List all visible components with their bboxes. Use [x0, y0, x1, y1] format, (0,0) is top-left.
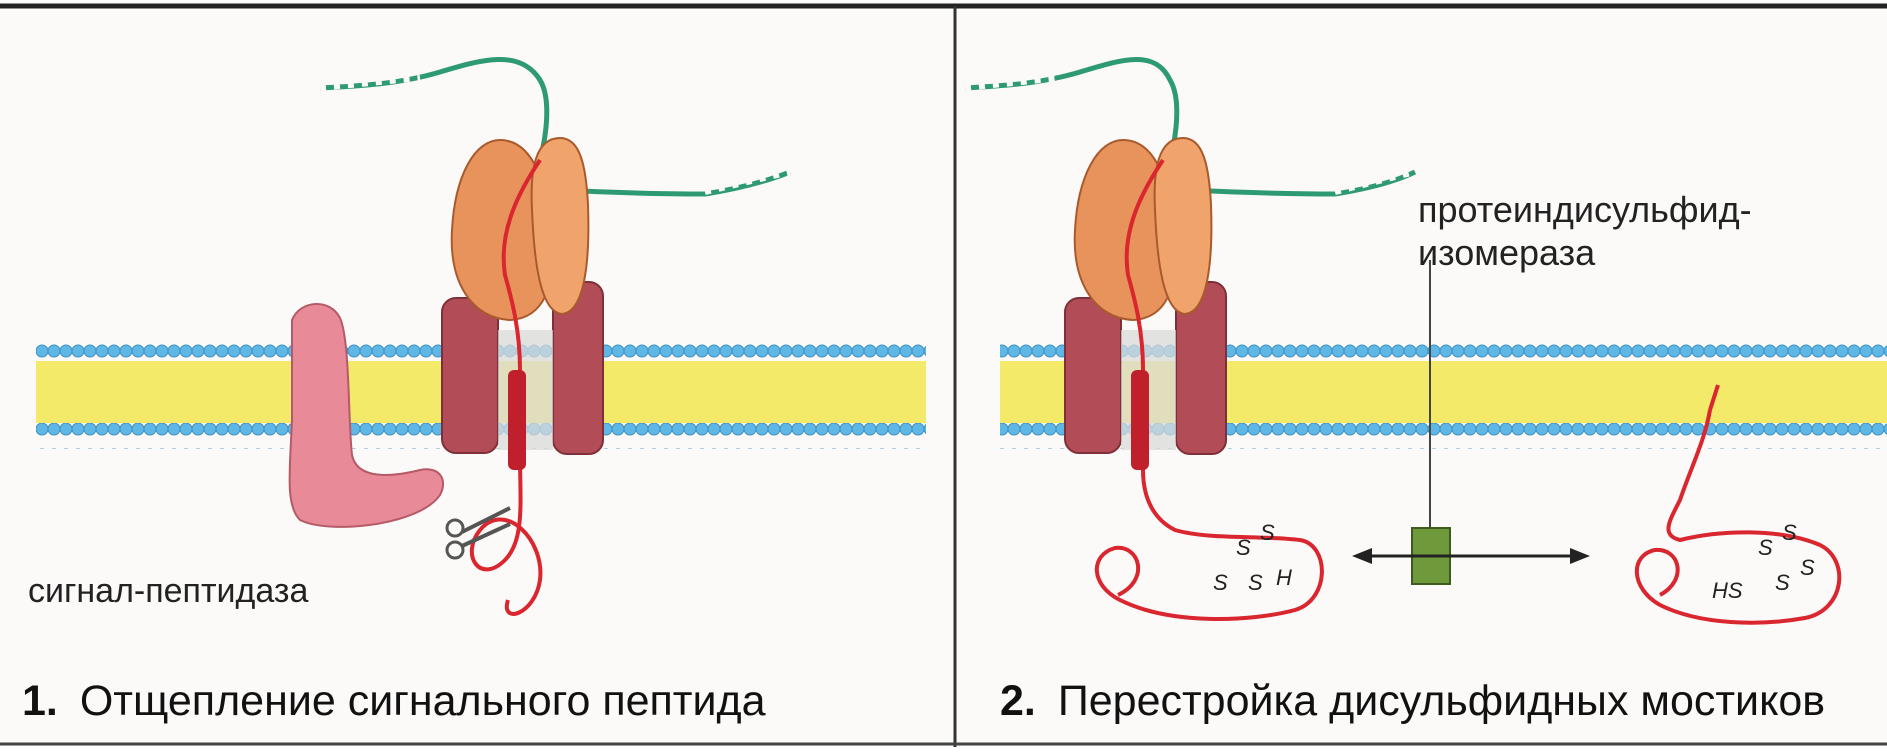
- ribosome-1: [452, 138, 589, 320]
- bond-label: S: [1758, 535, 1773, 560]
- bond-label: S: [1260, 520, 1275, 545]
- bond-label: S: [1775, 570, 1790, 595]
- translocon-left: [442, 298, 498, 453]
- translocon-left: [1065, 298, 1121, 453]
- bond-label: S: [1782, 520, 1797, 545]
- caption-text: Перестройка дисульфидных мостиков: [1058, 677, 1825, 725]
- bond-label: S: [1248, 570, 1263, 595]
- caption-panel-2: 2. Перестройка дисульфидных мостиков: [1000, 677, 1825, 725]
- bond-label: S: [1213, 570, 1228, 595]
- caption-text: Отщепление сигнального пептида: [80, 677, 766, 725]
- isomerase-label-line2: изомераза: [1418, 232, 1596, 273]
- isomerase-label-line1: протеиндисульфид-: [1418, 189, 1752, 230]
- signal-peptide-1: [508, 370, 526, 470]
- bond-label: S: [1800, 555, 1815, 580]
- caption-panel-1: 1. Отщепление сигнального пептида: [22, 677, 766, 725]
- signal-peptidase-label: сигнал-пептидаза: [28, 572, 308, 610]
- bond-label: H: [1276, 565, 1292, 590]
- signal-peptide-2: [1131, 370, 1149, 470]
- caption-number: 2.: [1000, 677, 1036, 725]
- ribosome-2: [1075, 138, 1212, 320]
- bond-label: S: [1236, 535, 1251, 560]
- caption-number: 1.: [22, 677, 58, 725]
- bond-label: HS: [1712, 578, 1743, 603]
